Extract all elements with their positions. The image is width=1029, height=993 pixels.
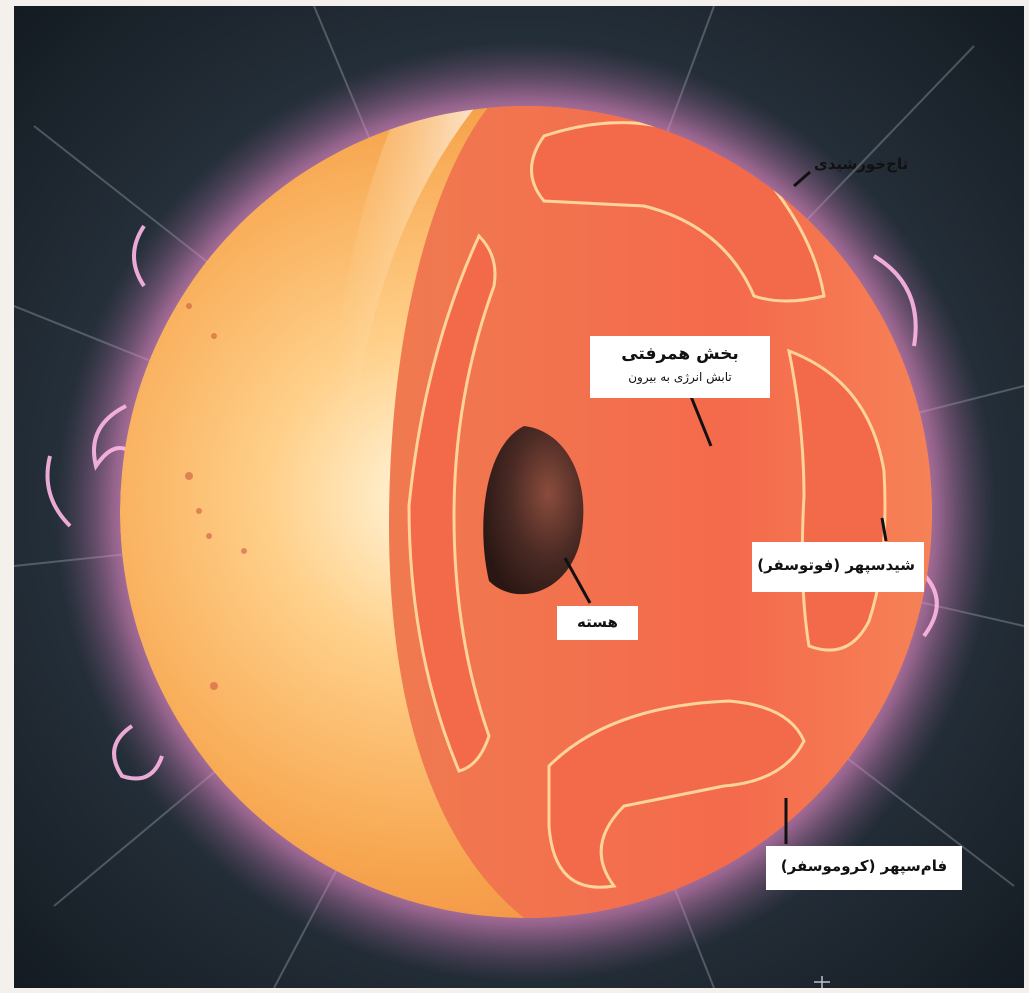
label-chromosphere: فام‌سپهر (کروموسفر) — [766, 846, 962, 890]
label-convective-subtitle: تابش انرژی به بیرون — [590, 370, 770, 384]
sun-cutaway-illustration — [14, 6, 1024, 988]
sun-diagram: تاج‌خورشیدی بخش همرفتی تابش انرژی به بیر… — [14, 6, 1024, 988]
label-convective-zone: بخش همرفتی تابش انرژی به بیرون — [590, 336, 770, 398]
label-photosphere: شیدسپهر (فوتوسفر) — [752, 542, 924, 592]
label-convective-title: بخش همرفتی — [590, 344, 770, 364]
label-corona: تاج‌خورشیدی — [814, 155, 908, 173]
label-core: هسته — [557, 606, 638, 640]
